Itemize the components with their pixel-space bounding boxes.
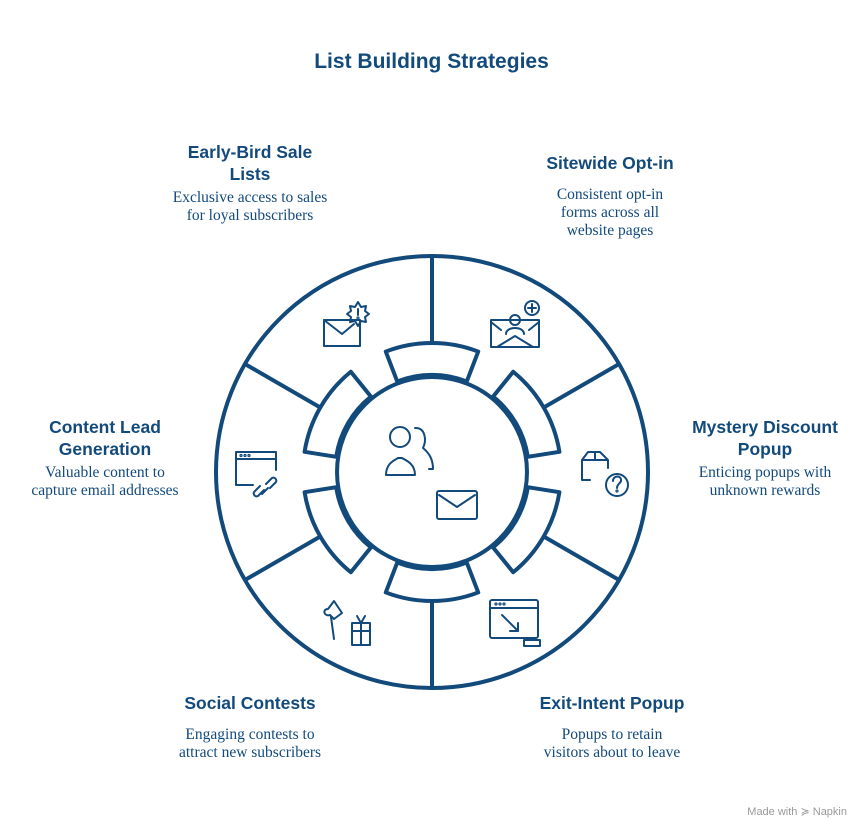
label-desc: Enticing popups with unknown rewards: [698, 464, 832, 499]
label-title: Social Contests: [184, 693, 316, 713]
napkin-credit: Made with ≽ Napkin: [747, 806, 847, 818]
label-exit-intent: Exit-Intent Popup Popups to retain visit…: [512, 692, 712, 762]
label-social: Social Contests Engaging contests to att…: [150, 692, 350, 762]
label-desc: Consistent opt-in forms across all websi…: [556, 186, 664, 239]
label-desc: Engaging contests to attract new subscri…: [178, 726, 322, 761]
label-title: Exit-Intent Popup: [539, 693, 685, 713]
ring-segment: [302, 485, 373, 575]
window-link-icon: [235, 451, 278, 498]
envelope-icon: [436, 490, 478, 520]
megaphone-gift-icon: [323, 600, 371, 646]
ring-segment: [302, 369, 373, 459]
users-icon: [385, 426, 434, 476]
label-title: Content Lead Generation: [49, 417, 161, 459]
envelope-add-user-icon: [490, 300, 540, 348]
divider-line: [243, 534, 322, 582]
label-title: Sitewide Opt-in: [546, 153, 674, 173]
label-sitewide: Sitewide Opt-in Consistent opt-in forms …: [510, 152, 710, 240]
ring-segment: [383, 560, 481, 603]
center-circle: [335, 375, 529, 569]
divider-line: [243, 362, 322, 410]
page-title: List Building Strategies: [314, 50, 549, 73]
divider-line: [542, 362, 621, 410]
ring-segment: [491, 369, 562, 459]
divider-line: [542, 534, 621, 582]
label-desc: Popups to retain visitors about to leave: [543, 726, 681, 761]
window-exit-icon: [489, 599, 541, 647]
label-title: Early-Bird Sale Lists: [187, 142, 313, 184]
label-desc: Valuable content to capture email addres…: [31, 464, 179, 499]
ring-segment: [383, 341, 481, 384]
label-title: Mystery Discount Popup: [692, 417, 838, 459]
envelope-alert-icon: [323, 301, 370, 347]
label-content-lead: Content Lead Generation Valuable content…: [5, 416, 205, 500]
ring-segment: [491, 485, 562, 575]
label-desc: Exclusive access to sales for loyal subs…: [172, 189, 328, 224]
label-mystery: Mystery Discount Popup Enticing popups w…: [665, 416, 863, 500]
label-early-bird: Early-Bird Sale Lists Exclusive access t…: [150, 141, 350, 225]
box-question-icon: [581, 451, 629, 497]
